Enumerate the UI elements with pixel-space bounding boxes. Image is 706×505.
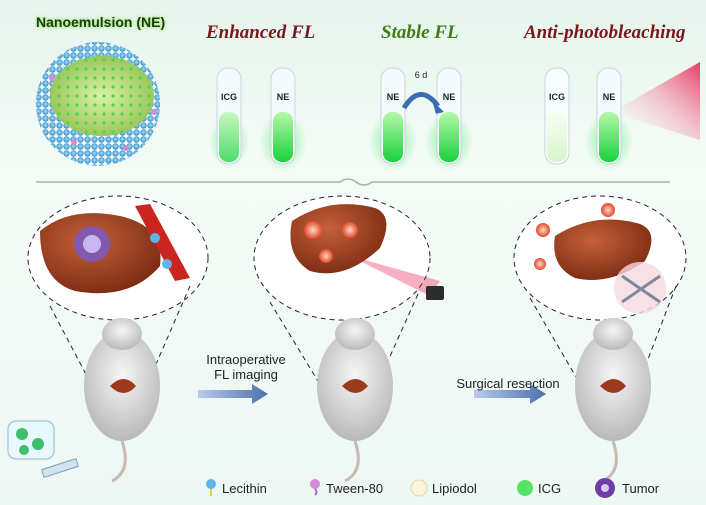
legend-tween80: Tween-80: [326, 481, 384, 496]
step1-caption-line2: FL imaging: [214, 367, 278, 382]
section-divider: [36, 178, 670, 186]
tube-label-stable-ne-1: NE: [386, 92, 400, 102]
legend-tumor: Tumor: [622, 481, 660, 496]
legend-lecithin: Lecithin: [222, 481, 267, 496]
step1-caption-line1: Intraoperative: [206, 352, 286, 367]
nanoemulsion-sphere-illustration: [36, 42, 160, 166]
panel-3-zoom: [513, 195, 687, 402]
enhanced-fl-title: Enhanced FL: [206, 22, 316, 43]
procedure-illustration: [7, 195, 687, 483]
tube-label-anti-icg: ICG: [548, 92, 565, 102]
lipiodol-icon: [410, 479, 428, 497]
panel-2-zoom: [253, 195, 444, 402]
legend-lipiodol: Lipiodol: [432, 481, 477, 496]
test-tubes: [209, 62, 700, 172]
lecithin-icon: [206, 479, 216, 496]
tube-label-anti-ne: NE: [602, 92, 616, 102]
tube-enhanced-ne: [259, 67, 307, 172]
tube-label-stable-ne-2: NE: [442, 92, 456, 102]
step1-caption: Intraoperative FL imaging: [200, 352, 292, 382]
arrow-step2: [474, 384, 546, 404]
step2-caption: Surgical resection: [456, 376, 560, 391]
tube-label-enhanced-icg: ICG: [220, 92, 237, 102]
mouse-3: [575, 318, 651, 483]
stable-arrow-label: 6 d: [414, 70, 428, 80]
arrow-step1: [198, 384, 268, 404]
tube-anti-ne: [585, 67, 633, 172]
tween80-icon: [310, 479, 320, 496]
laser-beam: [612, 62, 700, 140]
time-arrow: [401, 92, 440, 110]
legend-icg: ICG: [538, 481, 562, 496]
stable-fl-title: Stable FL: [381, 22, 459, 43]
mouse-1: [84, 318, 160, 483]
syringe-injection: [7, 420, 79, 478]
anti-photobleaching-title: Anti-photobleaching: [524, 22, 686, 43]
tumor-icon: [595, 478, 615, 498]
legend: Lecithin Tween-80 Lipiodol ICG Tumor: [196, 478, 696, 500]
nanoemulsion-title: Nanoemulsion (NE): [36, 14, 166, 30]
mouse-2: [317, 318, 393, 483]
tube-stable-ne-1: [369, 67, 417, 172]
tube-stable-ne-2: [425, 67, 473, 172]
tube-enhanced-icg: [209, 67, 249, 168]
tube-anti-icg: [544, 67, 570, 165]
tube-label-enhanced-ne: NE: [276, 92, 290, 102]
icg-icon: [517, 480, 533, 496]
